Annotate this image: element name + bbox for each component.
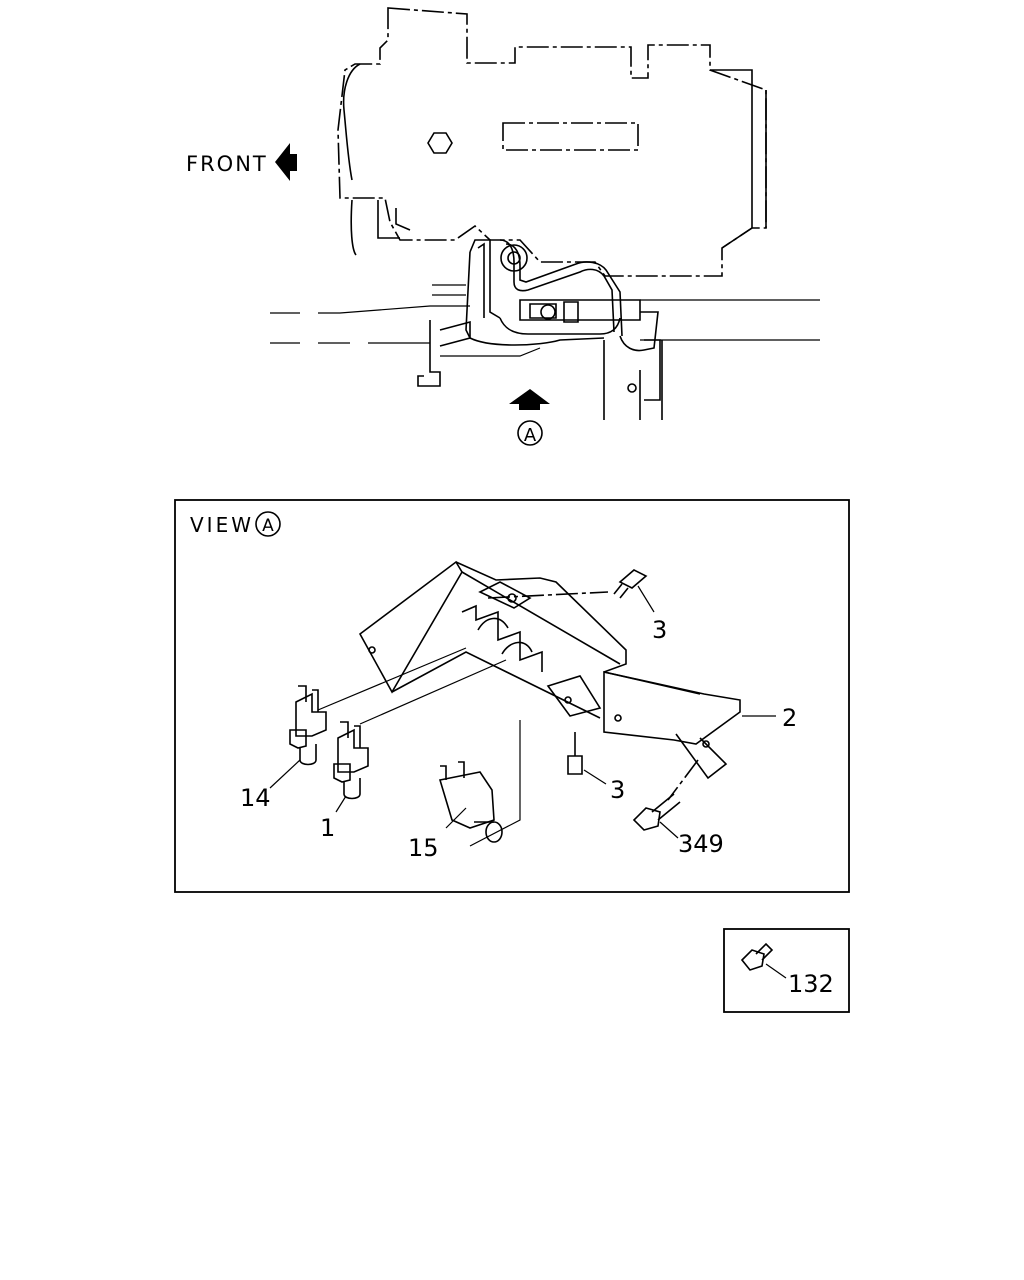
engine-overview: FRONT: [186, 7, 820, 446]
view-title: VIEW: [190, 513, 254, 537]
callout-2: 2: [782, 704, 797, 732]
callout-1: 1: [320, 814, 335, 842]
detail-view-panel: VIEW A: [174, 499, 850, 893]
callout-3-bottom: 3: [610, 776, 625, 804]
view-marker-letter: A: [524, 425, 537, 446]
bolt-132-icon: [740, 942, 787, 979]
hardware-inset: 132: [723, 928, 850, 1013]
callout-132: 132: [788, 970, 834, 998]
view-arrow-icon: [509, 389, 550, 410]
valve-15: [438, 761, 503, 843]
front-label: FRONT: [186, 152, 268, 176]
front-arrow-icon: [275, 143, 297, 181]
callout-3-top: 3: [652, 616, 667, 644]
engine-outline: [337, 7, 767, 277]
callout-14: 14: [240, 784, 271, 812]
fitting-circle: [500, 244, 528, 272]
view-marker-circle: [517, 420, 543, 446]
screw-3-top: [613, 569, 655, 613]
hex-boss: [427, 132, 453, 154]
valve-1: [333, 721, 369, 813]
tubing-harness: [465, 239, 659, 352]
callout-15: 15: [408, 834, 439, 862]
bracket-assembly: [358, 560, 741, 780]
valve-14: [269, 685, 327, 789]
frame-rail: [270, 305, 470, 314]
callout-349: 349: [678, 830, 724, 858]
screw-3-bottom: [567, 732, 607, 785]
bolt-349: [632, 793, 681, 839]
view-title-marker: A: [262, 516, 274, 536]
